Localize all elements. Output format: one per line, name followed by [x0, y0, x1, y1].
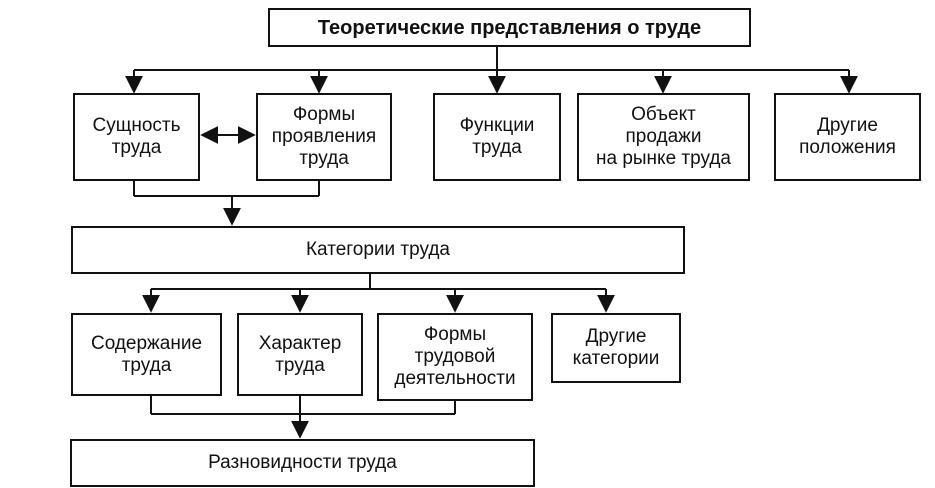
categories-text: Категории труда	[305, 239, 450, 260]
character-box: Характер труда	[237, 313, 363, 396]
other-categories-text: Другие категории	[572, 326, 660, 369]
forms-manifestation-text: Формы проявления труда	[271, 104, 377, 169]
functions-box: Функции труда	[433, 93, 561, 181]
object-of-sale-box: Объект продажи на рынке труда	[577, 93, 750, 181]
object-of-sale-text: Объект продажи на рынке труда	[595, 104, 731, 169]
essence-text: Сущность труда	[92, 115, 181, 158]
functions-text: Функции труда	[459, 115, 535, 158]
forms-activity-text: Формы трудовой деятельности	[394, 324, 516, 389]
title-box: Теоретические представления о труде	[268, 8, 751, 47]
other-provisions-text: Другие положения	[799, 115, 896, 158]
varieties-text: Разновидности труда	[208, 452, 397, 473]
character-text: Характер труда	[258, 332, 342, 376]
content-text: Содержание труда	[90, 332, 203, 376]
categories-box: Категории труда	[71, 226, 685, 274]
other-provisions-box: Другие положения	[774, 93, 921, 181]
other-categories-box: Другие категории	[551, 313, 681, 383]
forms-activity-box: Формы трудовой деятельности	[377, 313, 533, 401]
forms-manifestation-box: Формы проявления труда	[256, 93, 392, 181]
varieties-box: Разновидности труда	[70, 439, 535, 487]
essence-box: Сущность труда	[73, 93, 200, 181]
content-box: Содержание труда	[71, 313, 222, 396]
title-text: Теоретические представления о труде	[317, 16, 702, 39]
